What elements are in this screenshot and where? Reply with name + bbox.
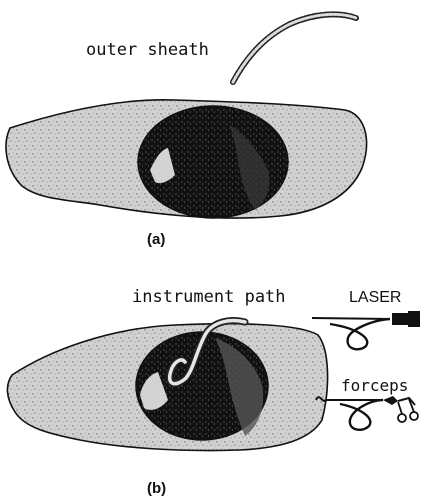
laser-instrument-icon [312,311,420,349]
panel-b-label: (b) [147,480,166,497]
outer-sheath [233,14,356,82]
laser-label: LASER [349,289,401,307]
instrument-path-label: instrument path [132,287,286,307]
outer-sheath-label: outer sheath [86,40,209,60]
panel-a-label: (a) [147,231,165,248]
forceps-instrument-icon [316,396,418,430]
forceps-label: forceps [341,376,408,395]
